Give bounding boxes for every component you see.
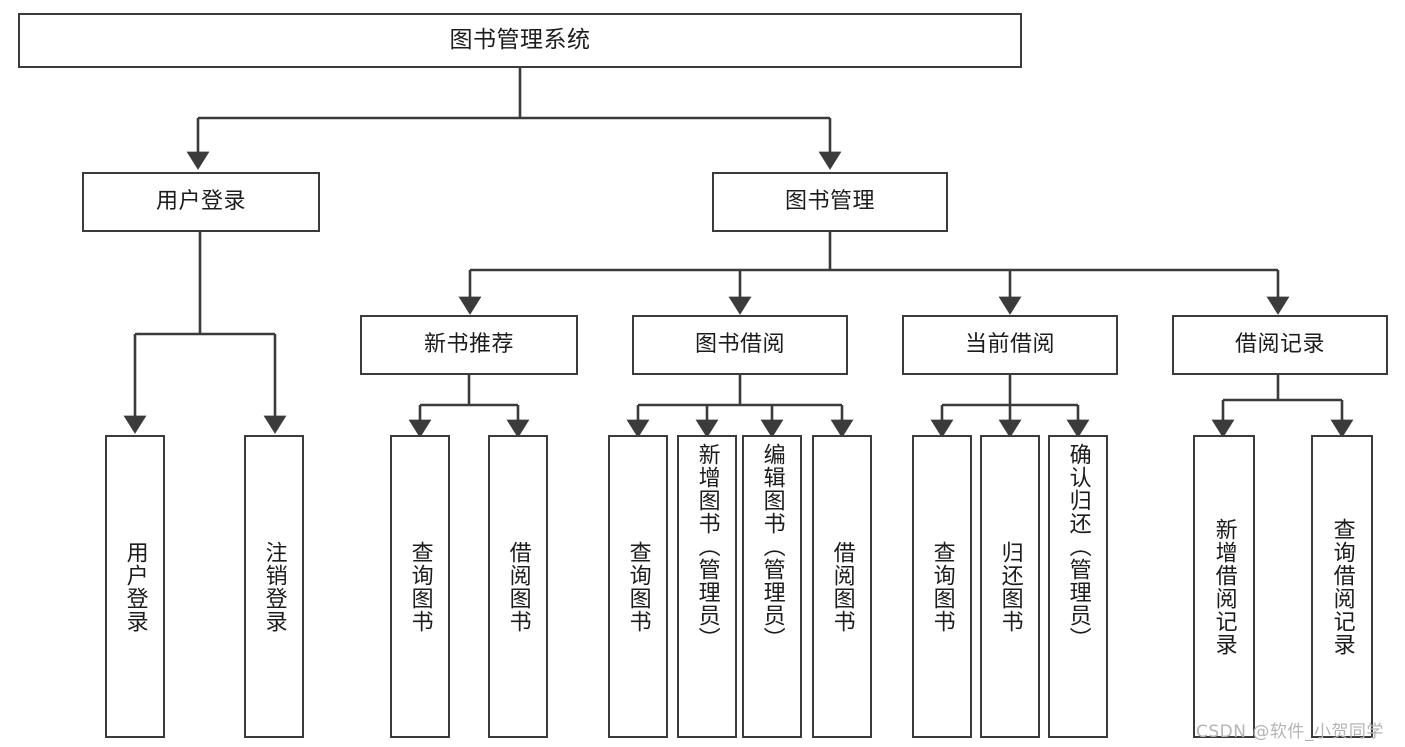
node-leaf-add-borrow-record[interactable]: 新增借阅记录 [1193, 435, 1255, 738]
node-leaf-confirm-return[interactable]: 确认归还（管理员） [1048, 435, 1108, 738]
node-borrow-record-label: 借阅记录 [1234, 331, 1325, 357]
node-leaf-add-borrow-record-label: 新增借阅记录 [1211, 517, 1237, 656]
node-book-management[interactable]: 图书管理 [712, 172, 948, 232]
node-leaf-add-book[interactable]: 新增图书（管理员） [677, 435, 737, 738]
node-leaf-return-book[interactable]: 归还图书 [980, 435, 1040, 738]
node-leaf-query-book-1[interactable]: 查询图书 [390, 435, 450, 738]
node-root-label: 图书管理系统 [449, 26, 591, 53]
node-leaf-return-book-label: 归还图书 [997, 540, 1023, 633]
node-root[interactable]: 图书管理系统 [18, 13, 1022, 68]
node-leaf-query-book-3[interactable]: 查询图书 [912, 435, 972, 738]
node-book-borrow-label: 图书借阅 [694, 331, 785, 357]
node-leaf-query-borrow-record[interactable]: 查询借阅记录 [1311, 435, 1373, 738]
node-book-borrow[interactable]: 图书借阅 [632, 315, 848, 375]
node-user-login[interactable]: 用户登录 [82, 172, 320, 232]
node-current-borrow-label: 当前借阅 [964, 331, 1055, 357]
node-leaf-add-book-label: 新增图书（管理员） [694, 443, 720, 650]
node-leaf-confirm-return-label: 确认归还（管理员） [1065, 443, 1091, 650]
node-borrow-record[interactable]: 借阅记录 [1172, 315, 1388, 375]
node-leaf-borrow-book-1[interactable]: 借阅图书 [488, 435, 548, 738]
node-leaf-logout-login-label: 注销登录 [261, 540, 287, 633]
node-leaf-query-book-2-label: 查询图书 [625, 540, 651, 633]
node-user-login-label: 用户登录 [155, 188, 246, 214]
node-leaf-borrow-book-2-label: 借阅图书 [829, 540, 855, 633]
node-leaf-user-login-label: 用户登录 [122, 540, 148, 633]
node-leaf-edit-book-label: 编辑图书（管理员） [759, 443, 785, 650]
node-new-book-recommend[interactable]: 新书推荐 [360, 315, 578, 375]
node-leaf-query-book-1-label: 查询图书 [407, 540, 433, 633]
node-leaf-borrow-book-2[interactable]: 借阅图书 [812, 435, 872, 738]
node-leaf-query-book-3-label: 查询图书 [929, 540, 955, 633]
node-leaf-edit-book[interactable]: 编辑图书（管理员） [742, 435, 802, 738]
node-leaf-logout-login[interactable]: 注销登录 [244, 435, 304, 738]
csdn-watermark: CSDN @软件_小贺同学 [1196, 722, 1384, 742]
node-leaf-query-borrow-record-label: 查询借阅记录 [1329, 517, 1355, 656]
node-leaf-query-book-2[interactable]: 查询图书 [608, 435, 668, 738]
node-new-book-recommend-label: 新书推荐 [423, 331, 514, 357]
node-leaf-user-login[interactable]: 用户登录 [105, 435, 165, 738]
node-book-management-label: 图书管理 [784, 188, 875, 214]
node-leaf-borrow-book-1-label: 借阅图书 [505, 540, 531, 633]
node-current-borrow[interactable]: 当前借阅 [902, 315, 1118, 375]
